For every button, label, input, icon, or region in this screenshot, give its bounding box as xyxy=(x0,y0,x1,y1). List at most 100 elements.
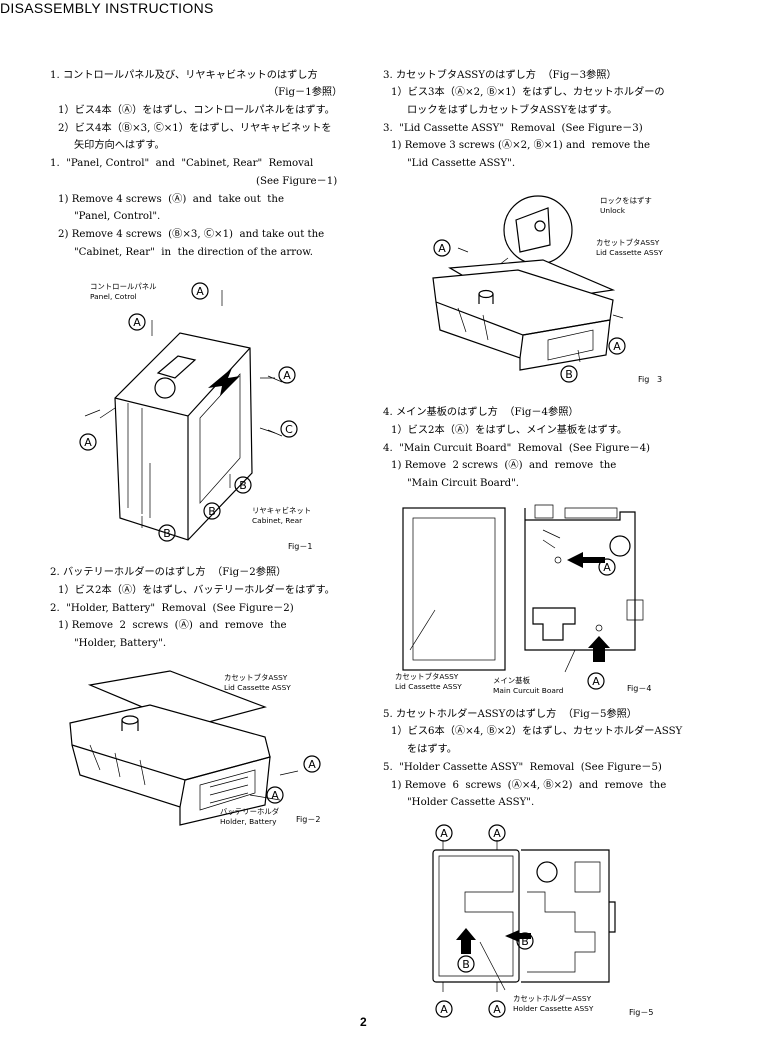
fig1-callout-a-1: A xyxy=(191,282,209,300)
fig2-caption: Fig－2 xyxy=(296,815,321,824)
svg-text:A: A xyxy=(440,827,448,840)
section-3-en-step-1: 1) Remove 3 screws (Ⓐ×2, Ⓑ×1) and remove… xyxy=(391,140,651,151)
section-3-en-heading: 3. "Lid Cassette ASSY" Removal (See Figu… xyxy=(383,123,643,134)
svg-text:A: A xyxy=(271,789,279,802)
figure-1: コントロールパネル Panel, Cotrol リヤキャビネット Cabinet… xyxy=(60,278,330,560)
section-4-jp-step-1: 1）ビス2本（Ⓐ）をはずし、メイン基板をはずす。 xyxy=(391,425,628,436)
section-3-jp-heading: 3. カセットブタASSYのはずし方 （Fig－3参照） xyxy=(383,70,617,81)
fig5-callout-a-1: A xyxy=(435,824,453,842)
fig3-label-unlock-en: Unlock xyxy=(600,206,626,215)
fig4-label-main-jp: メイン基板 xyxy=(493,676,530,685)
figure-3: ロックをはずす Unlock カセットブタASSY Lid Cassette A… xyxy=(428,190,708,388)
section-1-jp-step-2-cont: 矢印方向へはずす。 xyxy=(74,140,165,151)
figure-1-drawing xyxy=(84,290,283,541)
svg-text:C: C xyxy=(285,423,293,436)
section-1-en-ref: (See Figure－1) xyxy=(256,176,338,187)
fig1-callout-a-3: A xyxy=(278,366,296,384)
section-5-jp-step-1-cont: をはずす。 xyxy=(407,744,457,755)
svg-text:A: A xyxy=(133,316,141,329)
fig4-caption: Fig－4 xyxy=(627,684,652,693)
svg-text:A: A xyxy=(493,827,501,840)
section-5-jp-step-1: 1）ビス6本（Ⓐ×4, Ⓑ×2）をはずし、カセットホルダーASSY xyxy=(391,726,683,737)
section-2-jp-heading: 2. バッテリーホルダーのはずし方 （Fig－2参照） xyxy=(50,567,287,578)
fig5-callout-b-1: B xyxy=(457,955,475,973)
svg-text:B: B xyxy=(163,527,171,540)
section-5-en-step-1-cont: "Holder Cassette ASSY". xyxy=(407,797,535,808)
section-1-jp-step-2: 2）ビス4本（Ⓑ×3, Ⓒ×1）をはずし、リヤキャビネットを xyxy=(58,123,332,134)
section-5-en-heading: 5. "Holder Cassette ASSY" Removal (See F… xyxy=(383,762,662,773)
svg-text:A: A xyxy=(603,561,611,574)
fig5-callout-b-2: B xyxy=(516,932,534,950)
fig3-label-lid-jp: カセットブタASSY xyxy=(596,238,660,247)
fig5-callout-a-2: A xyxy=(488,824,506,842)
section-3-en-step-1-cont: "Lid Cassette ASSY". xyxy=(407,158,516,169)
fig3-label-unlock-jp: ロックをはずす xyxy=(600,196,652,205)
fig1-label-panel-jp: コントロールパネル xyxy=(90,282,157,291)
fig2-label-lid-en: Lid Cassette ASSY xyxy=(224,683,291,692)
fig3-callout-a-2: A xyxy=(608,337,626,355)
page-title: DISASSEMBLY INSTRUCTIONS xyxy=(0,0,214,16)
fig5-callout-a-3: A xyxy=(435,1000,453,1018)
svg-text:A: A xyxy=(493,1003,501,1016)
svg-text:A: A xyxy=(592,675,600,688)
fig5-callout-a-4: A xyxy=(488,1000,506,1018)
svg-text:A: A xyxy=(613,340,621,353)
fig1-label-cab-en: Cabinet, Rear xyxy=(252,516,303,525)
svg-text:A: A xyxy=(84,436,92,449)
section-2-en-step-1-cont: "Holder, Battery". xyxy=(74,638,167,649)
fig3-caption: Fig 3 xyxy=(638,375,663,384)
section-1-en-heading: 1. "Panel, Control" and "Cabinet, Rear" … xyxy=(50,158,314,169)
fig1-callout-a-2: A xyxy=(128,313,146,331)
fig5-caption: Fig－5 xyxy=(629,1008,654,1017)
fig3-callout-b: B xyxy=(560,365,578,383)
figure-2: カセットブタASSY Lid Cassette ASSY バッテリーホルダ Ho… xyxy=(60,665,340,830)
fig4-label-lid-jp: カセットブタASSY xyxy=(395,672,459,681)
fig2-label-lid-jp: カセットブタASSY xyxy=(224,673,288,682)
section-2-en-heading: 2. "Holder, Battery" Removal (See Figure… xyxy=(50,603,294,614)
fig1-label-panel-en: Panel, Cotrol xyxy=(90,292,137,301)
section-1-en-step-1: 1) Remove 4 screws (Ⓐ) and take out the xyxy=(58,194,284,205)
svg-text:A: A xyxy=(438,242,446,255)
fig3-callout-a-1: A xyxy=(433,239,451,257)
section-3-jp-step-1: 1）ビス3本（Ⓐ×2, Ⓑ×1）をはずし、カセットホルダーの xyxy=(391,87,665,98)
section-2-jp-step-1: 1）ビス2本（Ⓐ）をはずし、バッテリーホルダーをはずす。 xyxy=(58,585,335,596)
section-5-jp-heading: 5. カセットホルダーASSYのはずし方 （Fig－5参照） xyxy=(383,709,637,720)
section-1-en-step-1-cont: "Panel, Control". xyxy=(74,211,161,222)
fig1-label-cab-jp: リヤキャビネット xyxy=(252,506,312,515)
svg-text:A: A xyxy=(283,369,291,382)
svg-text:A: A xyxy=(196,285,204,298)
fig5-label-holder-jp: カセットホルダーASSY xyxy=(513,994,592,1003)
section-1-jp-ref: （Fig－1参照） xyxy=(268,87,343,98)
fig2-label-hold-en: Holder, Battery xyxy=(220,817,277,826)
fig1-caption: Fig－1 xyxy=(288,542,313,551)
fig2-callout-a-2: A xyxy=(266,786,284,804)
section-4-en-step-1: 1) Remove 2 screws (Ⓐ) and remove the xyxy=(391,460,617,471)
svg-text:A: A xyxy=(440,1003,448,1016)
fig2-label-hold-jp: バッテリーホルダ xyxy=(220,807,280,816)
figure-4-drawing xyxy=(402,504,644,673)
fig1-callout-b-2: B xyxy=(203,502,221,520)
fig1-callout-a-4: A xyxy=(79,433,97,451)
svg-text:B: B xyxy=(208,505,216,518)
fig4-callout-a-2: A xyxy=(587,672,605,690)
section-1-jp-heading: 1. コントロールパネル及び、リヤキャビネットのはずし方 xyxy=(50,70,318,81)
svg-text:B: B xyxy=(239,479,247,492)
fig2-callout-a-1: A xyxy=(303,755,321,773)
figure-4: カセットブタASSY Lid Cassette ASSY メイン基板 Main … xyxy=(395,500,665,700)
section-2-en-step-1: 1) Remove 2 screws (Ⓐ) and remove the xyxy=(58,620,287,631)
svg-text:A: A xyxy=(308,758,316,771)
fig4-label-main-en: Main Curcuit Board xyxy=(493,686,564,695)
svg-text:B: B xyxy=(521,935,529,948)
page-number: 2 xyxy=(360,1015,367,1029)
fig1-callout-b-3: B xyxy=(158,524,176,542)
section-4-en-heading: 4. "Main Curcuit Board" Removal (See Fig… xyxy=(383,443,651,454)
fig1-callout-b-1: B xyxy=(234,476,252,494)
svg-text:B: B xyxy=(462,958,470,971)
svg-text:B: B xyxy=(565,368,573,381)
section-4-jp-heading: 4. メイン基板のはずし方 （Fig－4参照） xyxy=(383,407,579,418)
fig5-label-holder-en: Holder Cassette ASSY xyxy=(513,1004,594,1013)
section-1-en-step-2-cont: "Cabinet, Rear" in the direction of the … xyxy=(74,247,313,258)
section-1-jp-step-1: 1）ビス4本（Ⓐ）をはずし、コントロールパネルをはずす。 xyxy=(58,105,335,116)
fig3-label-lid-en: Lid Cassette ASSY xyxy=(596,248,663,257)
